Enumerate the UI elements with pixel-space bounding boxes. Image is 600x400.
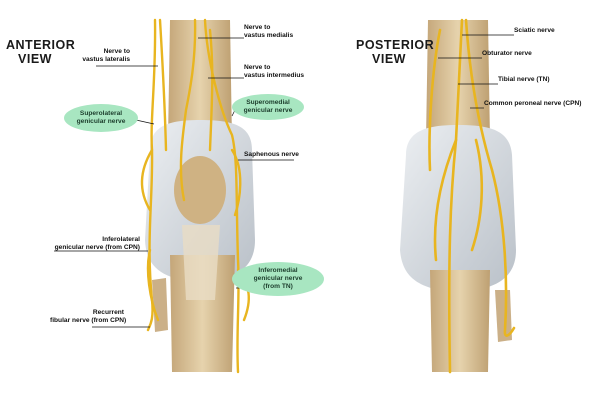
label-nerve-vastus-medialis: Nerve to vastus medialis	[244, 24, 294, 39]
posterior-nerves	[428, 18, 516, 374]
anterior-title-line1: ANTERIOR	[6, 38, 76, 52]
patella	[174, 156, 226, 224]
patellar-ligament	[182, 225, 220, 300]
highlight-superolateral: Superolateral genicular nerve	[64, 104, 138, 132]
label-inferolateral-genicular: Inferolateral genicular nerve (from CPN)	[54, 236, 140, 251]
label-common-peroneal-nerve: Common peroneal nerve (CPN)	[484, 100, 582, 107]
posterior-title-line1: POSTERIOR	[356, 38, 435, 52]
label-superomedial-genicular: Superomedial genicular nerve	[243, 99, 293, 114]
label-obturator-nerve: Obturator nerve	[482, 50, 532, 57]
label-recurrent-fibular: Recurrent fibular nerve (from CPN)	[50, 309, 127, 324]
label-inferomedial-genicular: Inferomedial genicular nerve (from TN)	[253, 267, 303, 290]
label-saphenous-nerve: Saphenous nerve	[244, 151, 299, 158]
highlight-superomedial: Superomedial genicular nerve	[232, 94, 304, 120]
anterior-nerves	[140, 18, 250, 374]
label-tibial-nerve: Tibial nerve (TN)	[498, 76, 550, 83]
femur-shaft	[168, 20, 232, 140]
label-nerve-vastus-lateralis: Nerve to vastus lateralis	[82, 48, 130, 63]
label-sciatic-nerve: Sciatic nerve	[514, 27, 555, 34]
highlight-inferomedial: Inferomedial genicular nerve (from TN)	[232, 262, 324, 296]
anterior-view-title: ANTERIOR VIEW	[6, 38, 76, 66]
fibula-head	[152, 278, 168, 332]
fibula-posterior	[495, 290, 512, 342]
posterior-title-line2: VIEW	[372, 52, 406, 66]
posterior-view-title: POSTERIOR VIEW	[356, 38, 435, 66]
label-superolateral-genicular: Superolateral genicular nerve	[76, 110, 126, 125]
anterior-title-line2: VIEW	[18, 52, 52, 66]
anterior-knee-illustration	[140, 18, 255, 374]
posterior-knee-illustration	[400, 18, 516, 374]
label-nerve-vastus-intermedius: Nerve to vastus intermedius	[244, 64, 305, 79]
tibia-posterior	[430, 270, 490, 372]
